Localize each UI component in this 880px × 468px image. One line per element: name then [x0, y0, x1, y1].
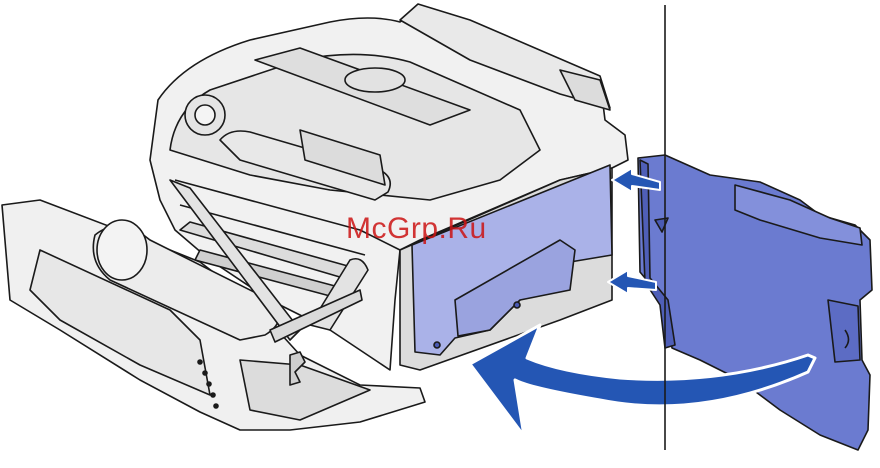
- figure: McGrp.Ru: [0, 0, 880, 463]
- printer-illustration: [0, 0, 880, 463]
